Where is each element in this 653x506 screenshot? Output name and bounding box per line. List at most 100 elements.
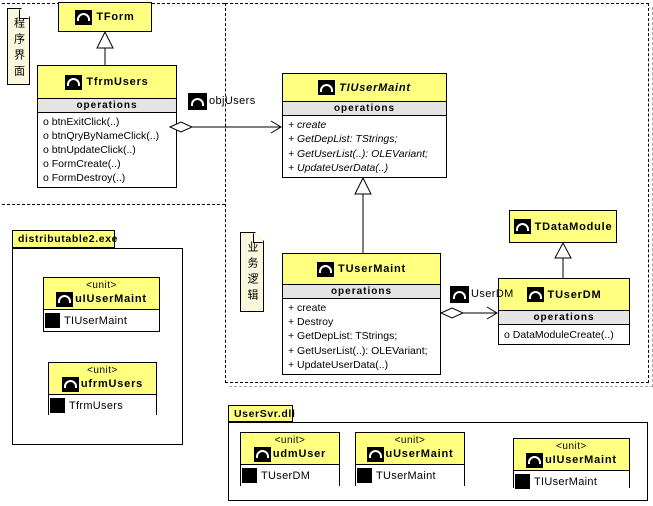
operation-row[interactable]: + GetUserList(..): OLEVariant; xyxy=(288,344,428,357)
operation-row[interactable]: o FormCreate(..) xyxy=(43,158,121,170)
unit-stereotype: <unit> xyxy=(556,441,587,452)
unit-member-row[interactable]: TfrmUsers xyxy=(49,394,156,416)
class-ref-icon xyxy=(50,398,65,413)
class-header: TUserMaint xyxy=(283,254,440,284)
class-header: TUserDM xyxy=(499,279,629,310)
class-icon xyxy=(317,261,335,277)
unit-member-label: TIUserMaint xyxy=(534,475,598,488)
object-icon xyxy=(450,286,469,303)
operations-list: + create + Destroy + GetDepList: TString… xyxy=(283,299,440,374)
class-header: TfrmUsers xyxy=(38,66,176,98)
class-icon xyxy=(513,219,531,234)
class-header: TIUserMaint xyxy=(283,74,446,101)
package-title: UserSvr.dll xyxy=(234,407,296,420)
note-program-interface[interactable]: 程序界面 xyxy=(7,8,30,85)
class-title: TDataModule xyxy=(534,220,613,233)
unit-header: <unit> ufrmUsers xyxy=(49,363,156,394)
class-icon xyxy=(65,74,83,90)
operation-row[interactable]: + GetDepList: TStrings; xyxy=(288,133,398,146)
class-icon xyxy=(318,80,336,95)
class-tform[interactable]: TForm xyxy=(58,2,152,32)
unit-member-label: TIUserMaint xyxy=(64,314,128,327)
class-icon xyxy=(526,287,544,302)
operation-row[interactable]: + UpdateUserData(..) xyxy=(288,358,389,371)
unit-stereotype: <unit> xyxy=(274,435,306,446)
operation-row[interactable]: + GetDepList: TStrings; xyxy=(288,330,398,343)
operation-row[interactable]: o DataModuleCreate(..) xyxy=(504,328,614,341)
operation-row[interactable]: + GetUserList(..): OLEVariant; xyxy=(288,147,428,160)
operations-bar: operations xyxy=(499,310,629,325)
unit-member-row[interactable]: TUserDM xyxy=(241,464,339,486)
class-header: TForm xyxy=(59,3,151,31)
class-ref-icon xyxy=(45,313,60,328)
note-text: 业务逻辑 xyxy=(246,241,258,305)
unit-icon xyxy=(56,291,74,307)
operation-row[interactable]: o btnUpdateClick(..) xyxy=(43,144,136,156)
unit-header: <unit> uUserMaint xyxy=(356,433,464,464)
class-title: TfrmUsers xyxy=(86,76,149,88)
operations-bar: operations xyxy=(38,98,176,113)
class-tusermaint[interactable]: TUserMaint operations + create + Destroy… xyxy=(282,253,441,375)
unit-stereotype: <unit> xyxy=(87,365,118,376)
class-title: TUserMaint xyxy=(338,263,406,275)
unit-stereotype: <unit> xyxy=(86,280,117,291)
unit-member-row[interactable]: TIUserMaint xyxy=(514,470,629,492)
operation-row[interactable]: + UpdateUserData(..) xyxy=(288,161,389,174)
class-tfrmusers[interactable]: TfrmUsers operations o btnExitClick(..) … xyxy=(37,65,177,188)
unit-uiusermaint-dll[interactable]: <unit> uIUserMaint TIUserMaint xyxy=(513,438,630,492)
label-text: objUsers xyxy=(209,95,256,107)
unit-name-label: udmUser xyxy=(272,448,327,460)
class-ref-icon xyxy=(242,468,257,483)
class-tiusermaint[interactable]: TIUserMaint operations + create + GetDep… xyxy=(282,73,447,178)
operations-list: o DataModuleCreate(..) xyxy=(499,325,629,344)
label-userdm[interactable]: UserDM xyxy=(450,286,514,303)
note-business-logic[interactable]: 业务逻辑 xyxy=(240,232,264,312)
operations-bar: operations xyxy=(283,284,440,299)
region-business-logic xyxy=(225,3,649,383)
unit-name-label: uIUserMaint xyxy=(545,454,617,466)
unit-ufrmusers-exe[interactable]: <unit> ufrmUsers TfrmUsers xyxy=(48,362,157,416)
class-title: TIUserMaint xyxy=(339,81,411,94)
package-tab-distributable2[interactable]: distributable2.exe xyxy=(12,230,119,248)
operations-list: + create + GetDepList: TStrings; + GetUs… xyxy=(283,116,446,177)
class-ref-icon xyxy=(515,474,530,489)
class-header: TDataModule xyxy=(510,211,616,242)
operation-row[interactable]: + Destroy xyxy=(288,316,334,329)
unit-uusermaint-dll[interactable]: <unit> uUserMaint TUserMaint xyxy=(355,432,465,486)
class-tuserdm[interactable]: TUserDM operations o DataModuleCreate(..… xyxy=(498,278,630,345)
note-fold xyxy=(253,233,263,243)
unit-name-label: uUserMaint xyxy=(385,448,454,460)
unit-icon xyxy=(366,446,384,462)
unit-uiusermaint-exe[interactable]: <unit> uIUserMaint TIUserMaint xyxy=(43,277,160,332)
unit-icon xyxy=(253,446,271,462)
operations-bar: operations xyxy=(283,101,446,116)
unit-icon xyxy=(526,452,544,468)
operation-row[interactable]: o btnQryByNameClick(..) xyxy=(43,130,160,142)
unit-member-row[interactable]: TUserMaint xyxy=(356,464,464,486)
class-ref-icon xyxy=(357,468,372,483)
unit-member-label: TUserMaint xyxy=(376,469,436,482)
class-icon xyxy=(75,9,93,25)
unit-member-row[interactable]: TIUserMaint xyxy=(44,309,159,331)
unit-member-label: TfrmUsers xyxy=(69,399,124,412)
operation-row[interactable]: + create xyxy=(288,302,327,315)
unit-name-label: ufrmUsers xyxy=(80,378,144,390)
class-title: TForm xyxy=(96,11,135,23)
operation-row[interactable]: o btnExitClick(..) xyxy=(43,116,120,128)
note-fold xyxy=(19,9,29,19)
object-icon xyxy=(188,93,207,110)
class-title: TUserDM xyxy=(547,288,602,301)
unit-udmuser-dll[interactable]: <unit> udmUser TUserDM xyxy=(240,432,340,486)
label-text: UserDM xyxy=(471,288,514,300)
note-text: 程序界面 xyxy=(12,17,25,81)
unit-stereotype: <unit> xyxy=(394,435,426,446)
class-tdatamodule[interactable]: TDataModule xyxy=(509,210,617,243)
unit-header: <unit> uIUserMaint xyxy=(514,439,629,470)
package-title: distributable2.exe xyxy=(18,233,119,245)
label-objusers[interactable]: objUsers xyxy=(188,93,256,110)
unit-header: <unit> uIUserMaint xyxy=(44,278,159,309)
unit-icon xyxy=(61,376,79,392)
operation-row[interactable]: o FormDestroy(..) xyxy=(43,172,126,184)
operation-row[interactable]: + create xyxy=(288,119,327,132)
package-tab-usersvr[interactable]: UserSvr.dll xyxy=(228,405,296,422)
